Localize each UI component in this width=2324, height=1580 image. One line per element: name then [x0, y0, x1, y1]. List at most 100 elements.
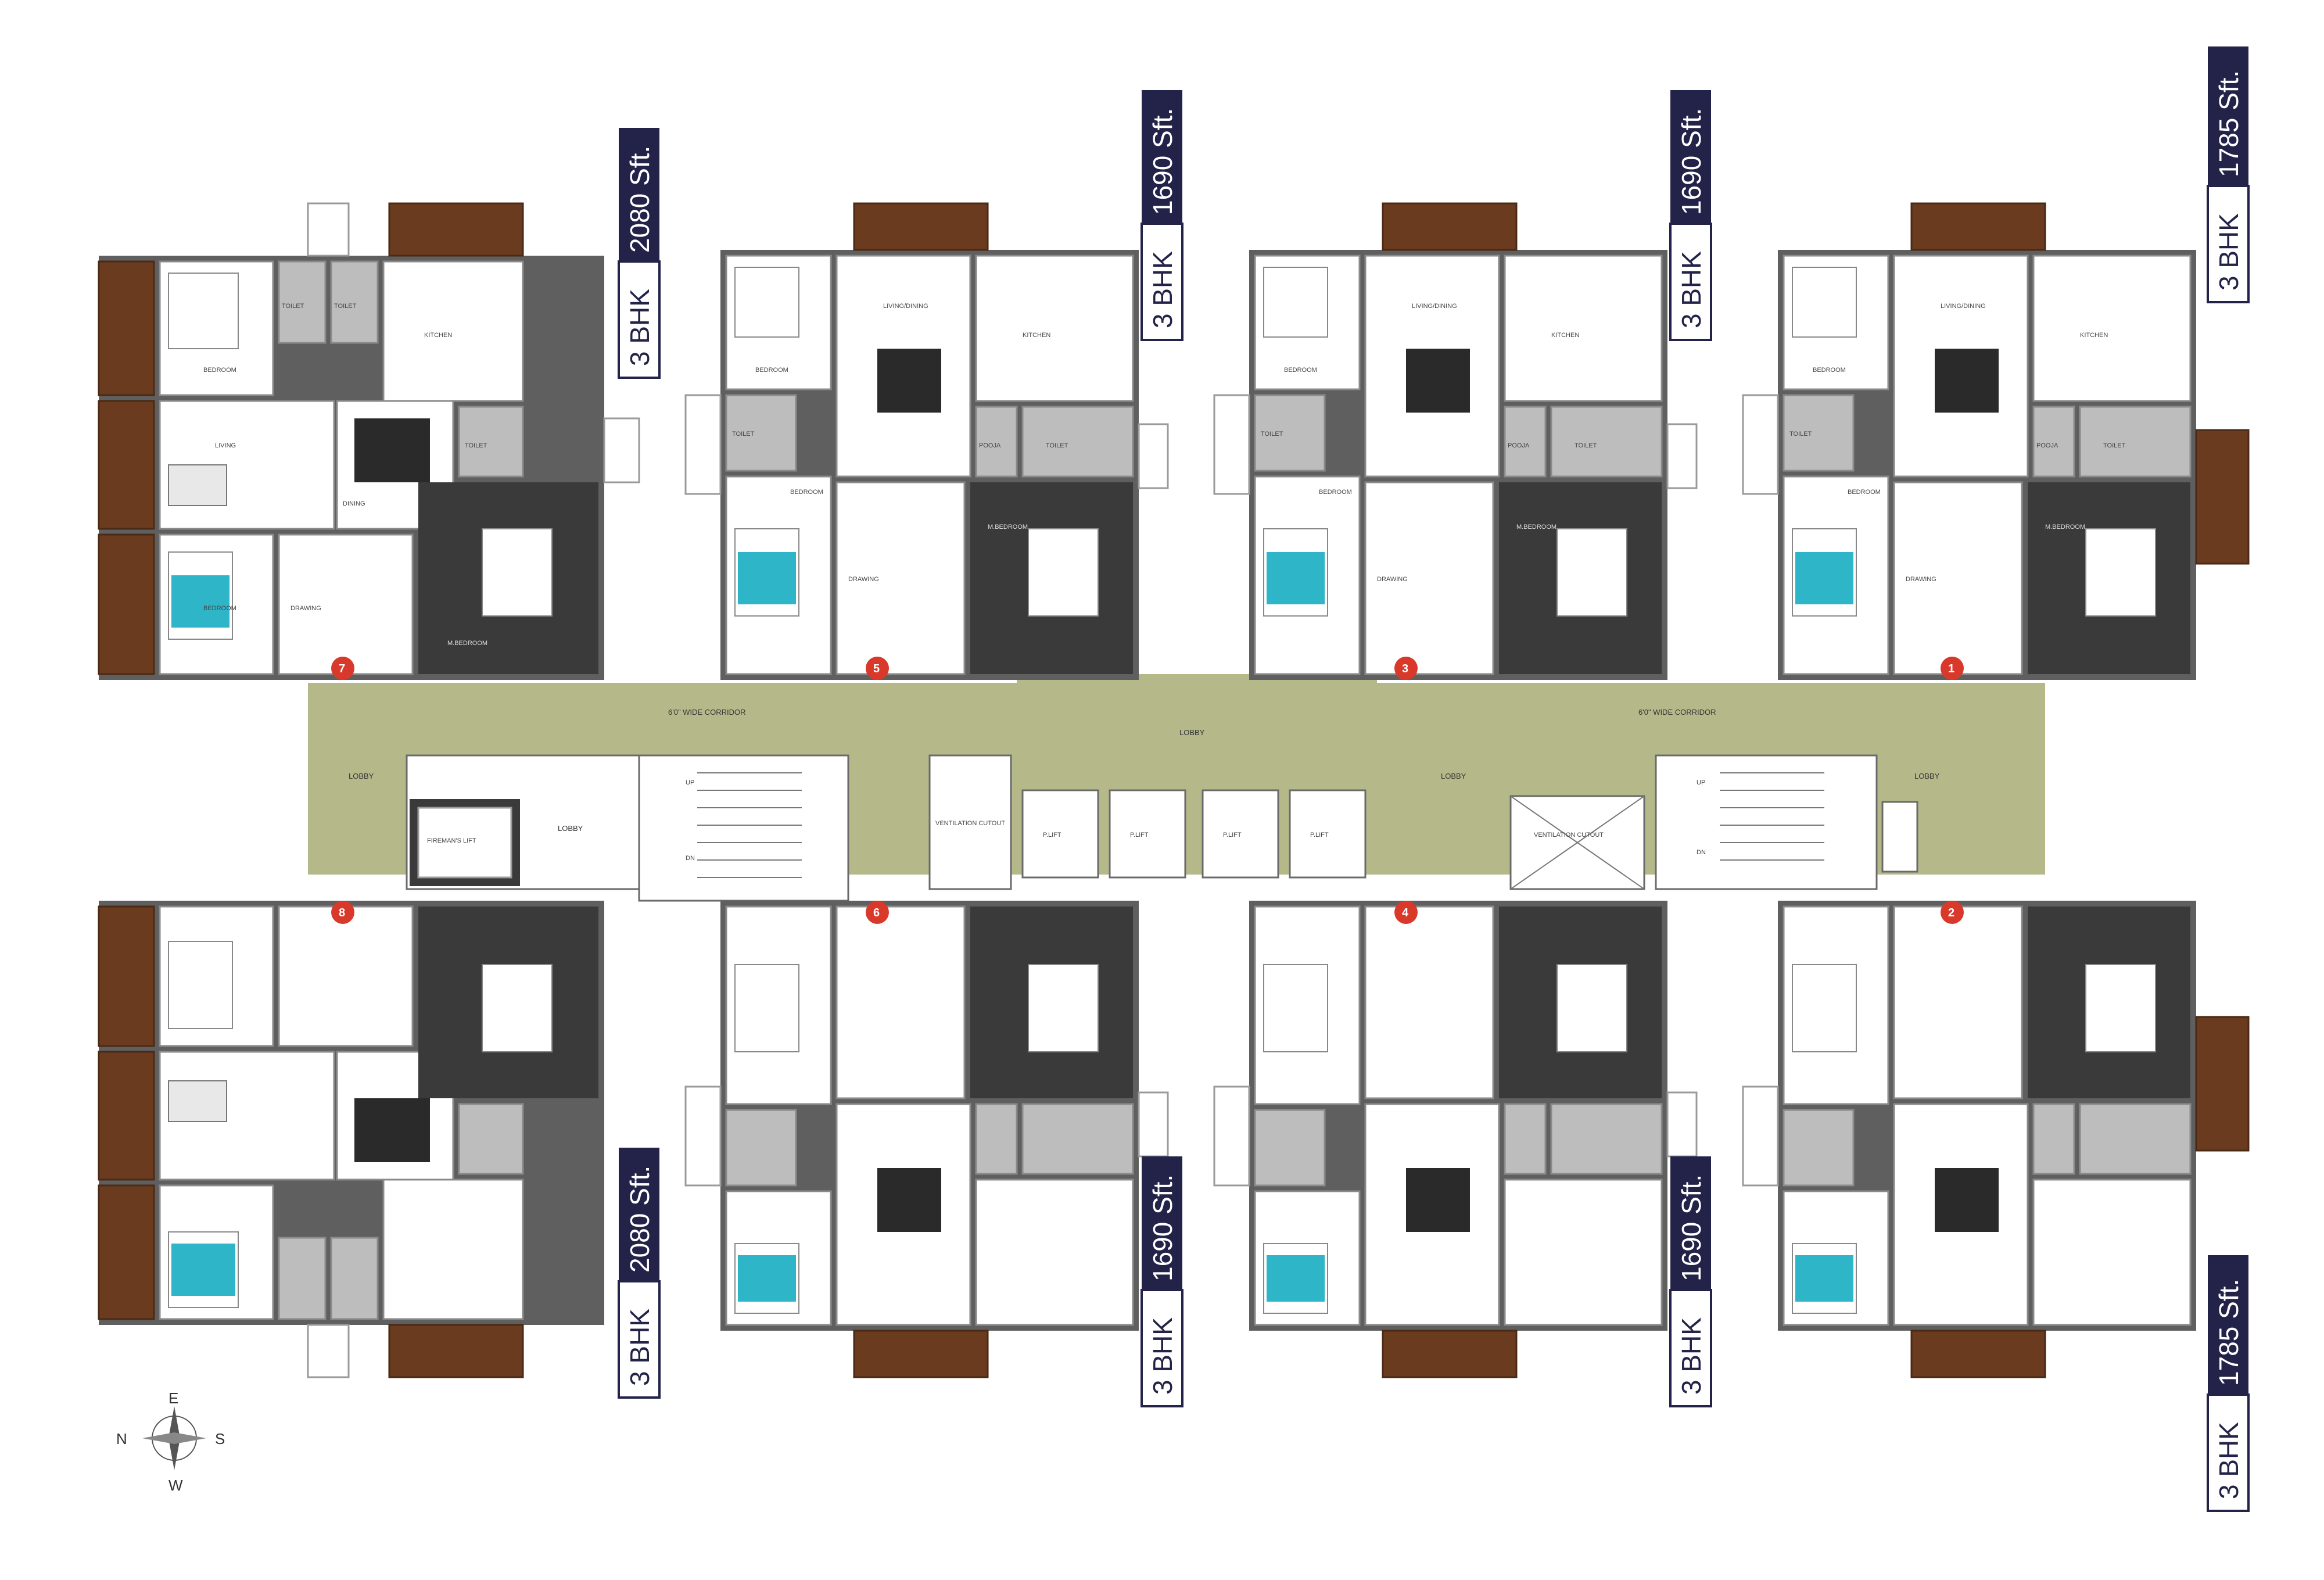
- living-label: LIVING: [215, 442, 236, 449]
- unit-number: 1: [1948, 662, 1954, 675]
- lift-1-label: P.LIFT: [1043, 832, 1061, 839]
- unit-4-area: 1690 Sft.: [1676, 1174, 1706, 1281]
- shaft: [603, 417, 640, 483]
- shaft: [684, 394, 722, 495]
- lift-2: [1109, 789, 1186, 879]
- balcony: [853, 202, 989, 251]
- unit-3-tag: 1690 Sft. 3 BHK: [1669, 90, 1712, 341]
- unit-8-type: 3 BHK: [625, 1309, 655, 1386]
- stair-dn-right: DN: [1697, 849, 1706, 856]
- lobby-label-left: LOBBY: [349, 772, 374, 780]
- toilet: [1021, 406, 1134, 478]
- drawing: [278, 533, 414, 675]
- dining-label: DINING: [343, 500, 365, 507]
- bedroom-label: BEDROOM: [1284, 367, 1317, 374]
- unit-4-plan: [1213, 901, 1698, 1378]
- shaft: [1213, 394, 1250, 495]
- unit-number: 7: [339, 662, 345, 675]
- unit-number-8: 8: [339, 907, 345, 919]
- unit-2-area: 1785 Sft.: [2214, 1279, 2244, 1386]
- drawing-label: DRAWING: [1377, 576, 1408, 583]
- unit-5-area: 1690 Sft.: [1147, 108, 1178, 215]
- unit-3-plan: BEDROOM TOILET BEDROOM LIVING/DINING DRA…: [1213, 202, 1698, 680]
- lift-1: [1021, 789, 1099, 879]
- balcony: [2195, 429, 2250, 565]
- corridor-label-left: 6'0" WIDE CORRIDOR: [668, 708, 746, 716]
- drawing: [835, 481, 966, 675]
- toilet: [1550, 406, 1663, 478]
- lift-3: [1202, 789, 1279, 879]
- pooja: [975, 406, 1018, 478]
- stair-treads-left: [697, 772, 802, 878]
- service-core: FIREMAN'S LIFT LOBBY UP DN VENTILATION C…: [406, 754, 1918, 902]
- pooja: [1504, 406, 1547, 478]
- m-bedroom-label: M.BEDROOM: [1516, 524, 1556, 531]
- lobby-label-far-right: LOBBY: [1914, 772, 1940, 780]
- unit-number-6: 6: [873, 907, 880, 919]
- unit-7-plan: BEDROOM LIVING BEDROOM DRAWING DINING TO…: [98, 202, 640, 680]
- unit-2-tag: 1785 Sft. 3 BHK: [2207, 1255, 2250, 1512]
- toilet: [278, 260, 327, 344]
- living-dining-label: LIVING/DINING: [1412, 303, 1457, 310]
- unit-number-badge: [331, 657, 354, 680]
- ventilation-label-left: VENTILATION CUTOUT: [935, 820, 1005, 827]
- unit-1-tag: 1785 Sft. 3 BHK: [2207, 46, 2250, 303]
- lift-2-label: P.LIFT: [1130, 832, 1149, 839]
- living-dining-label: LIVING/DINING: [1941, 303, 1986, 310]
- toilet-label: TOILET: [1046, 442, 1068, 449]
- compass-s: S: [215, 1430, 225, 1448]
- m-bedroom-label: M.BEDROOM: [2045, 524, 2085, 531]
- shaft: [1138, 423, 1169, 489]
- unit-3-type: 3 BHK: [1676, 251, 1706, 328]
- pooja: [2032, 406, 2075, 478]
- stair-up-left: UP: [686, 779, 694, 786]
- stair-up-right: UP: [1697, 779, 1705, 786]
- unit-4-type: 3 BHK: [1676, 1317, 1706, 1395]
- corridor-center: [1017, 674, 1377, 790]
- toilet-label: TOILET: [334, 303, 357, 310]
- unit-number-badge: [1941, 657, 1964, 680]
- drawing-label: DRAWING: [1906, 576, 1936, 583]
- kitchen-label: KITCHEN: [2080, 332, 2108, 339]
- unit-number-4: 4: [1402, 907, 1409, 919]
- unit-8-area: 2080 Sft.: [625, 1166, 655, 1273]
- ventilation-label-right: VENTILATION CUTOUT: [1534, 832, 1604, 839]
- compass-n: N: [116, 1430, 127, 1448]
- kitchen-label: KITCHEN: [424, 332, 452, 339]
- kitchen: [2032, 255, 2192, 402]
- compass-w: W: [168, 1477, 183, 1494]
- unit-6-tag: 1690 Sft. 3 BHK: [1141, 1156, 1183, 1407]
- unit-number: 5: [873, 662, 880, 675]
- kitchen-label: KITCHEN: [1023, 332, 1050, 339]
- balcony: [388, 202, 524, 257]
- unit-7-area: 2080 Sft.: [625, 146, 655, 253]
- unit-5-type: 3 BHK: [1147, 251, 1178, 328]
- toilet-label: TOILET: [465, 442, 487, 449]
- toilet: [2079, 406, 2192, 478]
- stair-dn-left: DN: [686, 855, 695, 862]
- kitchen: [382, 260, 524, 402]
- shaft: [307, 202, 350, 257]
- bedroom-label: BEDROOM: [790, 489, 823, 496]
- unit-5-plan: BEDROOM TOILET BEDROOM LIVING/DINING DRA…: [684, 202, 1169, 680]
- unit-number-badge: [331, 901, 354, 924]
- balcony: [1910, 202, 2046, 251]
- pooja-label: POOJA: [979, 442, 1001, 449]
- unit-number-badge: [1394, 657, 1418, 680]
- unit-8-tag: 2080 Sft. 3 BHK: [618, 1148, 661, 1399]
- unit-2-plan: [1742, 901, 2250, 1378]
- lift-4: [1289, 789, 1367, 879]
- drawing: [1893, 481, 2023, 675]
- fireman-lift-car: [417, 807, 512, 879]
- unit-number-2: 2: [1948, 907, 1954, 919]
- bedroom-label: BEDROOM: [755, 367, 788, 374]
- bedroom-label: BEDROOM: [203, 605, 236, 612]
- elec-room: [1881, 801, 1918, 873]
- drawing-label: DRAWING: [848, 576, 879, 583]
- bedroom-label: BEDROOM: [1813, 367, 1846, 374]
- bedroom-label: BEDROOM: [1319, 489, 1352, 496]
- bedroom-label: BEDROOM: [1848, 489, 1881, 496]
- unit-7-type: 3 BHK: [625, 289, 655, 366]
- passenger-lifts: P.LIFT P.LIFT P.LIFT P.LIFT: [1021, 789, 1367, 879]
